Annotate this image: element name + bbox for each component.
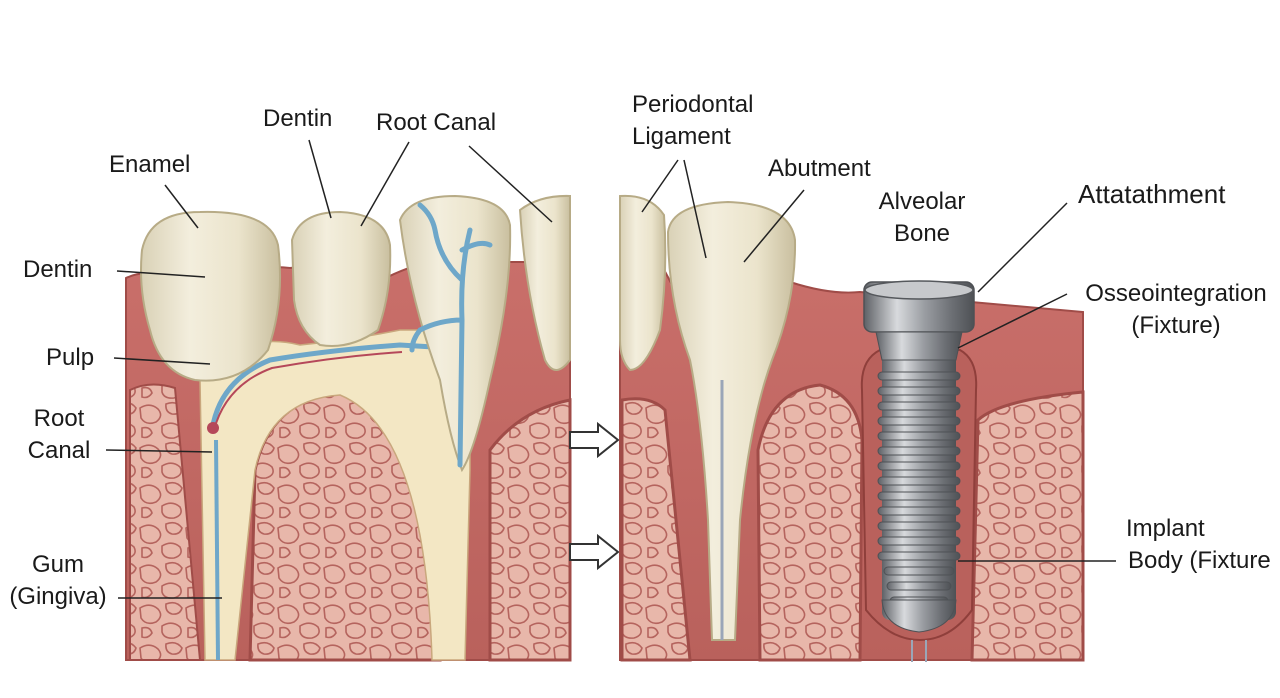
leader-attachment [977, 202, 1068, 293]
left-panel-natural-teeth [125, 194, 572, 662]
label-gum: Gum (Gingiva) [2, 549, 114, 613]
leader-enamel [164, 184, 199, 229]
arrow-upper [569, 421, 620, 459]
implant-thread [877, 461, 961, 471]
label-alveolar-line2: Bone [893, 220, 951, 247]
pulp-chamber-dot [207, 422, 219, 434]
leader-dentin-top [308, 139, 332, 219]
label-root-canal-left-line2: Canal [27, 437, 91, 464]
label-attachment: Attatathment [1078, 179, 1226, 209]
implant-abutment [863, 280, 975, 361]
root-canal-line-1 [209, 342, 451, 431]
implant-thread [877, 431, 961, 441]
label-implant-line1: Implant [1126, 515, 1205, 542]
leader-dentin-left [116, 270, 206, 278]
implant-threads [877, 371, 961, 606]
label-osseo-line1: Osseointegration [1085, 280, 1267, 307]
label-gum-line2: (Gingiva) [9, 583, 107, 610]
alveolar-bone-right-3 [970, 390, 1085, 662]
label-implant-line2: Body (Fixture [1128, 547, 1271, 574]
implant-thread [877, 476, 961, 486]
label-periodontal-ligament: Periodontal Ligament [632, 89, 753, 153]
implant-thread [886, 581, 952, 591]
tooth-canine-left [398, 194, 512, 473]
transition-arrows [569, 421, 620, 571]
implant-thread [877, 491, 961, 501]
leader-periodontal-1 [641, 159, 679, 213]
leader-periodontal-2 [683, 159, 707, 259]
tooth-premolar-left [290, 210, 392, 347]
label-dentin-left: Dentin [23, 256, 93, 283]
arrow-lower [569, 533, 620, 571]
leader-osseo [957, 293, 1068, 349]
label-alveolar-line1: Alveolar [878, 188, 966, 215]
tooth-canal-branch [409, 202, 493, 468]
implant-thread [877, 551, 961, 561]
implant-thread [877, 401, 961, 411]
label-osseointegration: Osseointegration (Fixture) [1074, 278, 1278, 342]
implant-thread [877, 536, 961, 546]
tooth-partial-right [619, 194, 667, 372]
tooth-molar-left [140, 210, 282, 382]
implant-root-line [911, 640, 927, 662]
leader-root-canal-top-2 [468, 145, 553, 223]
implant-thread [877, 521, 961, 531]
implant-thread [877, 506, 961, 516]
label-pulp: Pulp [46, 344, 95, 371]
alveolar-bone-right-2 [756, 383, 864, 662]
implant-thread [877, 371, 961, 381]
implant-thread [877, 446, 961, 456]
label-abutment: Abutment [768, 155, 871, 182]
alveolar-bone-right-1 [620, 397, 692, 662]
leader-root-canal-left [105, 449, 213, 453]
tooth-natural-right [666, 200, 797, 641]
implant-thread [883, 566, 955, 576]
label-dentin-top: Dentin [263, 105, 333, 132]
label-periodontal-line1: Periodontal [632, 91, 754, 118]
abutment-top [864, 280, 974, 300]
label-root-canal-left: Root Canal [22, 403, 96, 467]
label-osseo-line2: (Fixture) [1131, 312, 1221, 339]
leader-root-canal-top-1 [360, 141, 410, 227]
label-root-canal-left-line1: Root [33, 405, 85, 432]
label-periodontal-line2: Ligament [632, 123, 731, 150]
abutment-neck [875, 331, 963, 361]
implant-fixture [877, 330, 961, 633]
label-root-canal-top: Root Canal [376, 109, 497, 136]
root-canal-line-2 [214, 439, 220, 661]
label-implant-body: Implant Body (Fixture [1126, 513, 1271, 577]
implant-tip [881, 599, 957, 633]
leader-abutment [743, 189, 805, 263]
leader-pulp [113, 357, 211, 365]
alveolar-bone-left-3 [488, 398, 572, 662]
implant-thread [877, 416, 961, 426]
dentin-root-region [199, 329, 471, 661]
leader-lines [105, 139, 1116, 599]
alveolar-bone-left-1 [129, 383, 202, 661]
implant-thread [877, 386, 961, 396]
tooth-partial-left [518, 194, 571, 371]
right-panel-implant [619, 194, 1085, 662]
root-canal-red [213, 351, 403, 431]
label-gum-line1: Gum [31, 551, 84, 578]
label-alveolar-bone: Alveolar Bone [868, 186, 976, 250]
label-enamel: Enamel [109, 151, 191, 178]
